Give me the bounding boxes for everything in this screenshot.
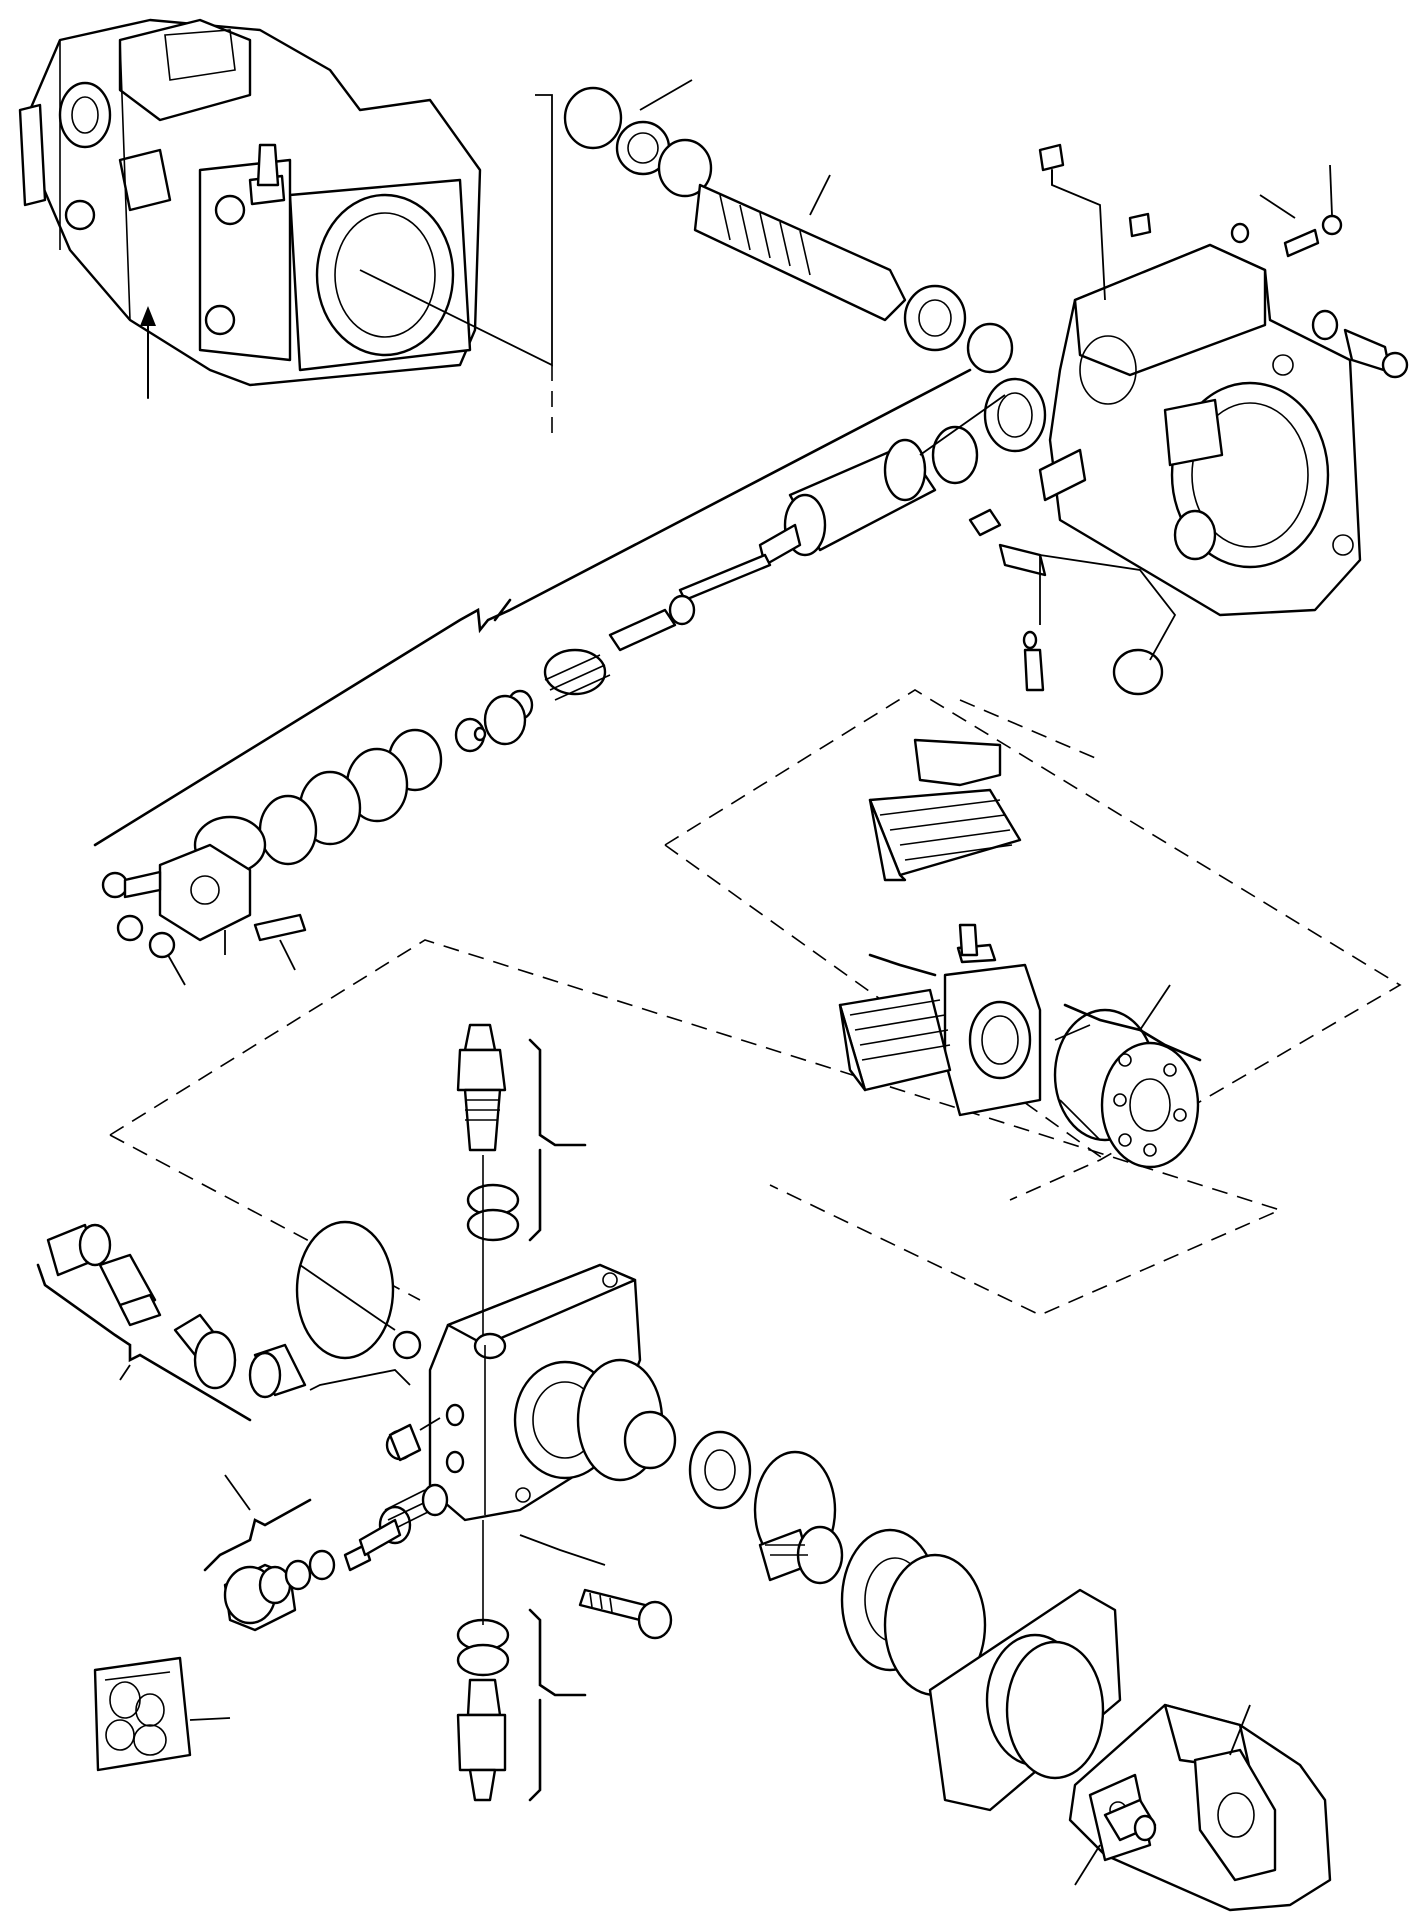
drive-shaft-group (563, 86, 1014, 374)
plug (385, 1423, 422, 1462)
servo-cover (101, 843, 307, 959)
assembled-pump-view (18, 18, 482, 387)
arrow-up-icon (140, 306, 156, 399)
seal-kit-icon (93, 1656, 192, 1772)
servo-piston-group (193, 377, 1047, 875)
o-ring-left (295, 1220, 422, 1360)
cap-screw (578, 1588, 673, 1640)
relief-valve-left (223, 1483, 449, 1632)
fitting-group (46, 1223, 411, 1399)
charge-pump-stack (576, 1358, 1332, 1912)
housing-screws (968, 143, 1409, 696)
relief-valve-bottom (456, 1520, 510, 1802)
swashplate-group (838, 738, 1200, 1169)
relief-valve-top (456, 1023, 520, 1335)
pump-housing (1038, 243, 1362, 617)
